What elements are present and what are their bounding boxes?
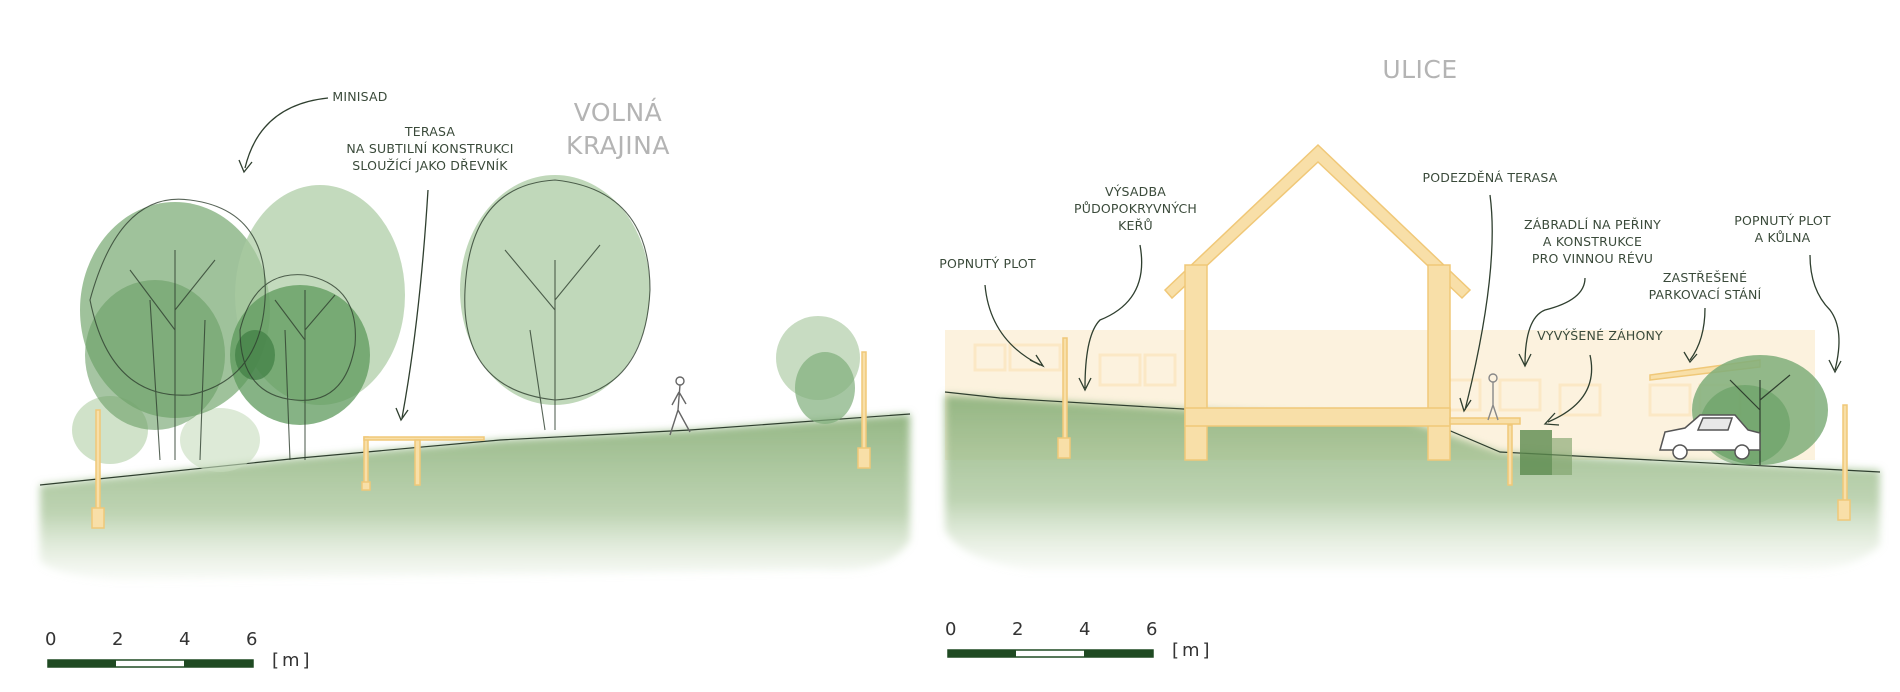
terrace-figure: [1487, 373, 1499, 421]
label-podezdena-terasa: PODEZDĚNÁ TERASA: [1422, 170, 1558, 185]
left-scale-bar: [47, 659, 254, 668]
left-trees: [72, 175, 860, 472]
car-icon: [1659, 414, 1761, 460]
pedestrian-figure: [669, 376, 691, 436]
left-scale-tick-6: 6: [246, 629, 258, 650]
right-scale-tick-2: 2: [1012, 619, 1024, 640]
right-scale-tick-4: 4: [1079, 619, 1091, 640]
label-zastresene: ZASTŘEŠENÉ PARKOVACÍ STÁNÍ: [1648, 270, 1762, 302]
label-vyvysene-zahony: VYVÝŠENÉ ZÁHONY: [1537, 328, 1663, 343]
left-leader-lines: [238, 97, 429, 422]
label-popnuty-plot: POPNUTÝ PLOT: [939, 256, 1036, 271]
right-scale-bar: [947, 649, 1154, 658]
left-scale-tick-4: 4: [179, 629, 191, 650]
right-leader-lines: [984, 194, 1842, 426]
title-volna-krajina: VOLNÁ KRAJINA: [566, 98, 670, 160]
label-terasa: TERASA NA SUBTILNÍ KONSTRUKCI SLOUŽÍCÍ J…: [346, 124, 514, 173]
title-ulice: ULICE: [1382, 55, 1458, 84]
label-zabradli: ZÁBRADLÍ NA PEŘINY A KONSTRUKCE PRO VINN…: [1524, 217, 1661, 266]
left-scale-unit: [m]: [272, 650, 313, 671]
left-scale-tick-0: 0: [45, 629, 57, 650]
raised-beds: [1520, 430, 1572, 475]
right-scale-unit: [m]: [1172, 640, 1213, 661]
house-section: [1163, 143, 1521, 461]
left-scale-tick-2: 2: [112, 629, 124, 650]
right-scale-tick-0: 0: [945, 619, 957, 640]
label-minisad: MINISAD: [332, 89, 388, 104]
right-structures: [1057, 337, 1851, 521]
label-vysadba: VÝSADBA PŮDOPOKRYVNÝCH KEŘŮ: [1073, 184, 1198, 233]
left-structures: [91, 351, 871, 529]
label-popnuty-plot-kulna: POPNUTÝ PLOT A KŮLNA: [1734, 213, 1831, 245]
right-scale-tick-6: 6: [1146, 619, 1158, 640]
